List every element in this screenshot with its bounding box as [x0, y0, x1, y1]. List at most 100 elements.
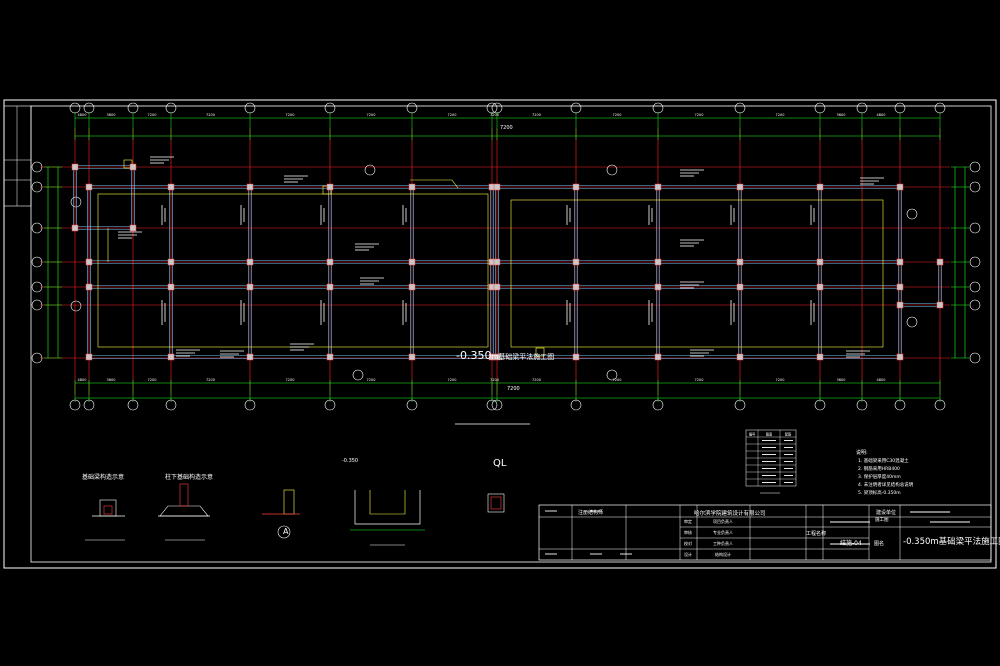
tb-col-label: 结构设计	[715, 551, 731, 557]
bay-dimension-top: 7200	[206, 113, 215, 117]
bay-dimension-top: 4800	[877, 113, 886, 117]
grid-bubble-bottom	[570, 399, 582, 411]
reference-bubble	[906, 208, 918, 220]
column	[85, 258, 93, 266]
grid-bubble-top	[652, 102, 664, 114]
reference-bubble	[70, 300, 82, 312]
notes-table: 编号截面配筋	[745, 429, 797, 487]
slab-outline-right	[510, 199, 884, 348]
grid-bubble-bottom	[127, 399, 139, 411]
bay-dimension-top: 7200	[613, 113, 622, 117]
grid-bubble-bottom	[652, 399, 664, 411]
tb-row-label: 审核	[684, 529, 692, 535]
column	[246, 183, 254, 191]
bay-dimension-bottom: 7200	[532, 378, 541, 382]
tb-owner-label: 建设单位	[876, 510, 897, 516]
bay-dimension-top: 7200	[776, 113, 785, 117]
note-line: 5. 梁顶标高-0.350m	[858, 491, 901, 496]
reference-bubble	[352, 369, 364, 381]
tb-col-label: 工种负责人	[713, 540, 733, 546]
column	[896, 353, 904, 361]
detail-5-section	[487, 493, 505, 513]
note-line: 4. 未注明者详见结构总说明	[858, 483, 914, 488]
column	[167, 183, 175, 191]
detail-3-wall	[283, 489, 295, 515]
reference-bubble	[606, 369, 618, 381]
detail-1-title: 基础梁构造示意	[82, 474, 125, 481]
note-line: 2. 钢筋采用HRB400	[858, 467, 900, 472]
grid-bubble-bottom	[324, 399, 336, 411]
grid-bubble-bottom	[165, 399, 177, 411]
bay-dimension-bottom: 7200	[286, 378, 295, 382]
bay-dimension-top: 3600	[837, 113, 846, 117]
note-line: 3. 保护层厚度40mm	[858, 475, 901, 480]
grid-bubble-left	[31, 299, 43, 311]
bay-dimension-top: 7200	[367, 113, 376, 117]
reference-bubble	[70, 196, 82, 208]
column	[654, 183, 662, 191]
reference-bubble	[606, 164, 618, 176]
column	[896, 301, 904, 309]
detail-3-bubble	[277, 525, 291, 539]
tb-project-label: 工程名称	[806, 531, 827, 537]
reference-bubble	[906, 316, 918, 328]
reference-bubble	[364, 164, 376, 176]
column	[654, 283, 662, 291]
grid-bubble-top	[244, 102, 256, 114]
grid-bubble-bottom	[244, 399, 256, 411]
column	[408, 258, 416, 266]
column	[71, 224, 79, 232]
column	[896, 183, 904, 191]
grid-bubble-top	[324, 102, 336, 114]
grid-bubble-top	[165, 102, 177, 114]
column	[85, 183, 93, 191]
notes-table-header: 编号	[749, 432, 755, 437]
grid-bubble-top	[934, 102, 946, 114]
grid-bubble-top	[83, 102, 95, 114]
column	[129, 163, 137, 171]
bay-dimension-bottom: 4800	[877, 378, 886, 382]
column	[326, 183, 334, 191]
column	[572, 183, 580, 191]
bay-dimension-top: 7200	[286, 113, 295, 117]
grid-bubble-bottom	[83, 399, 95, 411]
bay-dimension-bottom: 7200	[206, 378, 215, 382]
grid-bubble-right	[969, 299, 981, 311]
bay-dimension-top: 7200	[448, 113, 457, 117]
column	[85, 353, 93, 361]
detail-4-section	[354, 490, 421, 525]
detail-drawings: 编号截面配筋	[85, 429, 797, 546]
grid-bubble-left	[31, 181, 43, 193]
bottom-overall-dimension: 7200	[507, 386, 520, 392]
column	[408, 183, 416, 191]
bay-dimension-top: 3600	[107, 113, 116, 117]
column	[408, 283, 416, 291]
column	[936, 258, 944, 266]
grid-bubble-left	[31, 161, 43, 173]
bay-dimension-bottom: 7200	[776, 378, 785, 382]
drawing-frame	[30, 105, 992, 563]
tb-row-label: 审定	[684, 518, 692, 524]
grid-bubble-top	[69, 102, 81, 114]
grid-bubble-bottom	[491, 399, 503, 411]
tb-drawing-name: -0.350m基础梁平法施工图	[903, 537, 1000, 547]
grid-bubble-top	[486, 102, 498, 114]
tb-stage: 施工图	[875, 518, 889, 523]
grid-bubble-top	[856, 102, 868, 114]
top-overall-dimension: 7200	[500, 125, 513, 131]
bay-dimension-bottom: 7200	[695, 378, 704, 382]
column	[896, 283, 904, 291]
grid-bubble-top	[127, 102, 139, 114]
tb-row-label: 设计	[684, 551, 692, 557]
column	[167, 258, 175, 266]
bay-dimension-bottom: 7200	[367, 378, 376, 382]
bay-dimension-top: 7200	[490, 113, 499, 117]
grid-bubble-bottom	[814, 399, 826, 411]
column	[129, 224, 137, 232]
column	[816, 353, 824, 361]
column	[246, 353, 254, 361]
column	[816, 258, 824, 266]
column	[408, 353, 416, 361]
